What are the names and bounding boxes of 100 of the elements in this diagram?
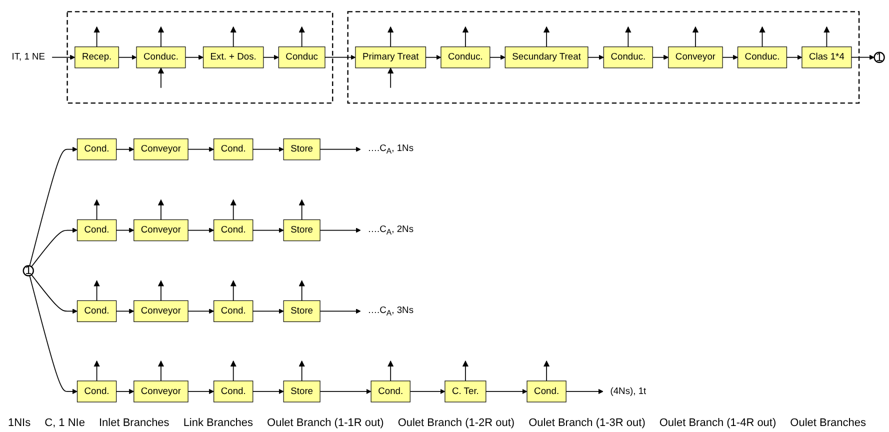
- note-text: 1NIs: [8, 417, 31, 429]
- arrow: [486, 389, 528, 394]
- process-box: Cond.: [76, 220, 117, 242]
- arrow: [388, 26, 394, 48]
- process-box: Secundary Treat: [504, 46, 588, 68]
- arrow: [230, 360, 236, 382]
- arrow: [94, 26, 100, 48]
- arrow: [158, 199, 164, 220]
- arrow: [158, 26, 164, 48]
- process-box: Recep.: [74, 46, 119, 68]
- arrow: [759, 26, 766, 48]
- arrow: [31, 274, 78, 314]
- arrow: [320, 228, 361, 233]
- arrow: [116, 228, 134, 233]
- note-text: Oulet Branches: [790, 417, 866, 429]
- process-box: Conduc.: [440, 46, 490, 68]
- process-box: Cond.: [214, 138, 254, 160]
- arrow: [116, 146, 134, 152]
- arrow: [652, 54, 669, 60]
- process-box: Cond.: [76, 300, 117, 322]
- process-box: Cond.: [214, 220, 254, 242]
- arrow: [116, 308, 134, 314]
- arrow: [29, 146, 78, 266]
- arrow: [588, 54, 604, 60]
- arrow: [230, 26, 236, 48]
- process-box: Conveyor: [134, 300, 188, 322]
- arrow: [252, 389, 284, 394]
- arrow: [692, 26, 699, 48]
- process-box: Store: [283, 138, 320, 160]
- process-box: Conveyor: [668, 46, 723, 68]
- arrow: [388, 360, 394, 382]
- process-box: Ext. + Dos.: [202, 46, 264, 68]
- arrow: [625, 26, 632, 48]
- note-text: Inlet Branches: [98, 417, 170, 429]
- note-text: Oulet Branch (1-2R out): [398, 417, 515, 429]
- process-box: Conveyor: [134, 220, 188, 242]
- process-box: C. Ter.: [444, 380, 486, 402]
- note-text: Oulet Branch (1-1R out): [267, 417, 384, 429]
- arrow: [824, 26, 830, 48]
- process-box: Clas 1*4: [802, 46, 852, 68]
- arrow: [230, 280, 236, 302]
- process-box: Store: [283, 220, 320, 242]
- process-box: Cond.: [214, 300, 254, 322]
- arrow: [489, 54, 506, 60]
- flow-text: ….C$_{A}$, 1Ns: [368, 144, 414, 156]
- process-box: Primary Treat: [355, 46, 426, 68]
- arrow: [462, 26, 469, 48]
- arrow: [410, 389, 446, 394]
- arrow: [298, 26, 305, 48]
- arrow: [31, 228, 78, 268]
- arrow: [52, 54, 76, 60]
- arrow: [252, 146, 284, 152]
- arrow: [158, 67, 164, 88]
- flow-text: IT, 1 NE: [12, 52, 46, 62]
- note-text: C, 1 NIe: [44, 417, 85, 429]
- process-box: Cond.: [76, 138, 117, 160]
- arrow: [185, 54, 204, 60]
- flow-text: ….C$_{A}$, 3Ns: [368, 305, 414, 318]
- arrow: [188, 389, 214, 394]
- process-box: Conduc.: [136, 46, 186, 68]
- process-box: Cond.: [526, 380, 566, 402]
- arrow: [324, 54, 356, 60]
- arrow: [118, 54, 137, 60]
- arrow: [262, 54, 279, 60]
- arrow: [116, 389, 134, 394]
- process-box: Cond.: [214, 380, 254, 402]
- arrow: [320, 389, 372, 394]
- arrow: [388, 67, 394, 88]
- arrow: [252, 308, 284, 314]
- process-box: Store: [283, 300, 320, 322]
- process-box: Cond.: [76, 380, 117, 402]
- process-box: Conveyor: [134, 138, 188, 160]
- arrow: [320, 308, 361, 314]
- arrow: [566, 389, 604, 394]
- arrow: [320, 146, 361, 152]
- arrow: [94, 360, 100, 382]
- arrow: [158, 360, 164, 382]
- note-text: Link Branches: [183, 417, 254, 429]
- connector-circle: 1: [874, 51, 885, 64]
- arrow: [94, 199, 100, 220]
- process-box: Cond.: [370, 380, 410, 402]
- arrow: [462, 360, 469, 382]
- arrow: [298, 360, 305, 382]
- arrow: [29, 275, 78, 394]
- arrow: [851, 54, 875, 60]
- arrow: [94, 280, 100, 302]
- process-box: Conduc.: [603, 46, 653, 68]
- arrow: [543, 360, 550, 382]
- arrow: [252, 228, 284, 233]
- flow-text: ….C$_{A}$, 2Ns: [368, 224, 414, 236]
- process-box: Store: [283, 380, 320, 402]
- arrow: [298, 280, 305, 302]
- flow-text: (4Ns), 1t: [610, 386, 646, 396]
- arrow: [188, 228, 214, 233]
- connector-circle: 1: [22, 264, 34, 278]
- arrow: [230, 199, 236, 220]
- arrow: [543, 26, 550, 48]
- arrow: [722, 54, 738, 60]
- arrow: [786, 54, 802, 60]
- process-box: Conduc: [278, 46, 326, 68]
